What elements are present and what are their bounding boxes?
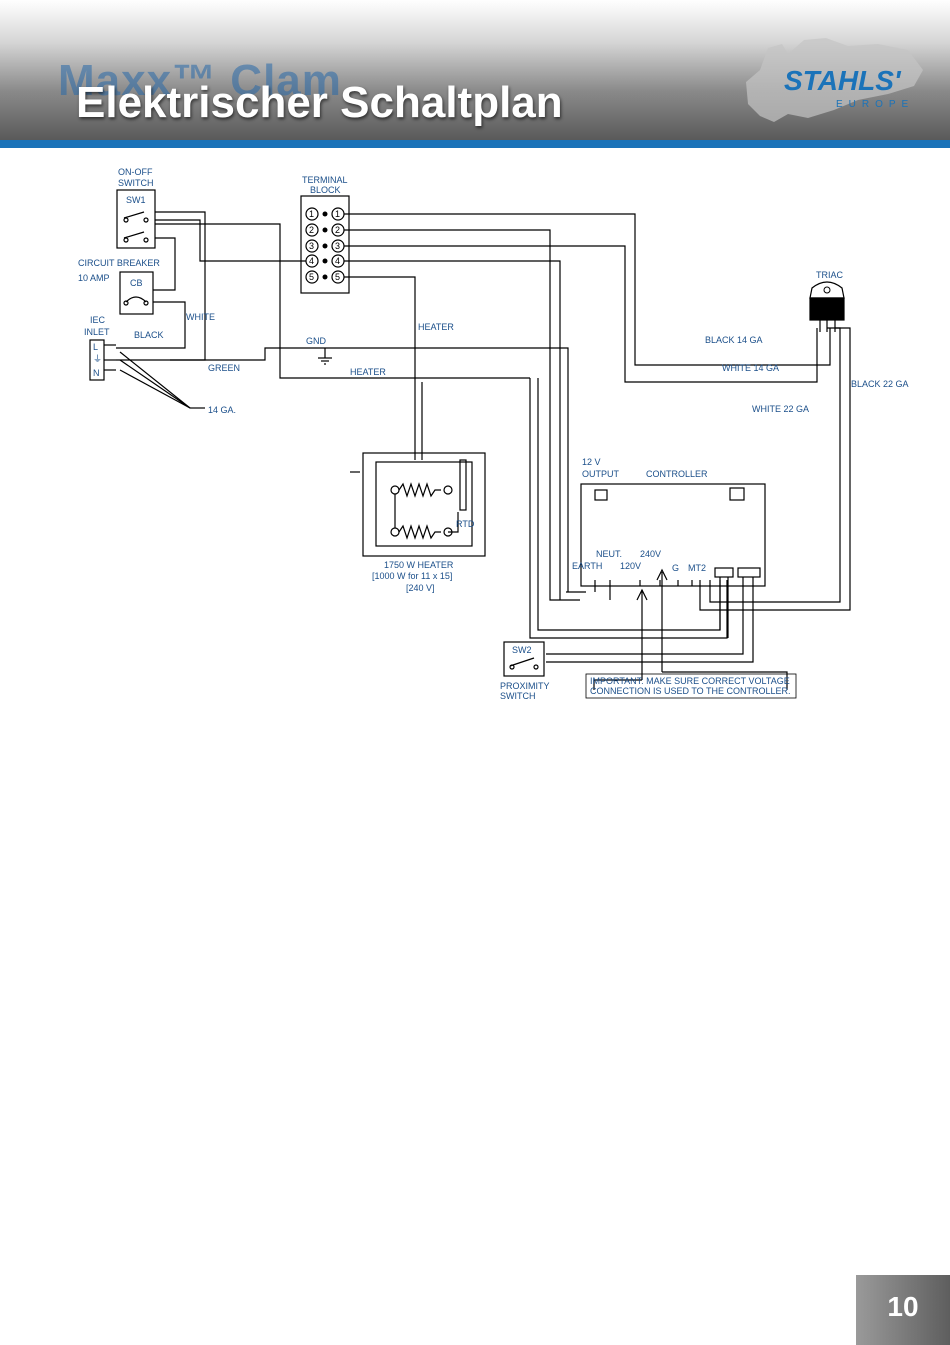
label-controller: CONTROLLER [646, 469, 708, 479]
label-heater-1: HEATER [418, 322, 454, 332]
label-gnd: GND [306, 336, 327, 346]
label-white-14: WHITE 14 GA [722, 363, 779, 373]
label-rtd: RTD [456, 519, 475, 529]
tb-num-left-2: 2 [309, 225, 314, 235]
label-important-2: CONNECTION IS USED TO THE CONTROLLER. [590, 686, 791, 696]
label-circuit-breaker: CIRCUIT BREAKER [78, 258, 160, 268]
label-inlet: INLET [84, 327, 110, 337]
tb-bridge-3 [322, 243, 328, 249]
label-black: BLACK [134, 330, 164, 340]
label-10-amp: 10 AMP [78, 273, 110, 283]
label-iec: IEC [90, 315, 106, 325]
tb-num-left-5: 5 [309, 272, 314, 282]
europe-map-shape [746, 38, 923, 122]
logo-subtext: EUROPE [836, 99, 914, 110]
sw1-box [116, 189, 156, 249]
tb-bridge-1 [322, 211, 328, 217]
terminal-block-box [300, 195, 350, 294]
heater-outer-box [362, 452, 486, 557]
label-on-off: ON-OFF [118, 167, 153, 177]
tb-num-right-5: 5 [335, 272, 340, 282]
ghost-title: Maxx™ Clam [58, 56, 342, 105]
label-120v: 120V [620, 561, 641, 571]
header-accent-bar [0, 140, 950, 148]
triac-hole [823, 286, 831, 294]
label-black-22: BLACK 22 GA [851, 379, 909, 389]
tb-num-left-4: 4 [309, 256, 314, 266]
label-heater-variant: [1000 W for 11 x 15] [372, 571, 452, 581]
tb-num-left-1: 1 [309, 209, 314, 219]
label-prox-switch: SWITCH [500, 691, 536, 701]
label-heater-volt: [240 V] [406, 583, 435, 593]
label-triac: TRIAC [816, 270, 844, 280]
label-pin-n: N [93, 368, 100, 378]
page-title: Elektrischer Schaltplan [76, 78, 563, 127]
label-important-1: IMPORTANT: MAKE SURE CORRECT VOLTAGE [590, 676, 790, 686]
page-number: 10 [887, 1291, 919, 1322]
tb-num-left-3: 3 [309, 241, 314, 251]
important-note-box [585, 673, 797, 699]
label-white-22: WHITE 22 GA [752, 404, 809, 414]
page-number-box: 10 [856, 1275, 950, 1345]
tb-num-right-4: 4 [335, 256, 340, 266]
wiring-diagram: ON-OFF SWITCH SW1 CIRCUIT BREAKER 10 AMP… [78, 167, 909, 701]
tb-bridge-5 [322, 274, 328, 280]
label-heater-watt: 1750 W HEATER [384, 560, 454, 570]
label-sw1: SW1 [126, 195, 146, 205]
label-g: G [672, 563, 679, 573]
tb-num-right-2: 2 [335, 225, 340, 235]
label-cb: CB [130, 278, 143, 288]
label-mt2: MT2 [688, 563, 706, 573]
label-white: WHITE [186, 312, 215, 322]
label-proximity: PROXIMITY [500, 681, 550, 691]
label-switch: SWITCH [118, 178, 154, 188]
cb-box [119, 271, 154, 315]
tb-bridge-4 [322, 258, 328, 264]
label-heater-2: HEATER [350, 367, 386, 377]
label-240v: 240V [640, 549, 661, 559]
label-black-14: BLACK 14 GA [705, 335, 763, 345]
label-14-ga: 14 GA. [208, 405, 236, 415]
logo-text: STAHLS' [784, 65, 902, 96]
label-pin-l: L [93, 342, 98, 352]
controller-box [580, 483, 766, 587]
label-green: GREEN [208, 363, 240, 373]
label-12v: 12 V [582, 457, 601, 467]
label-sw2: SW2 [512, 645, 532, 655]
tb-bridge-2 [322, 227, 328, 233]
triac-tab [810, 298, 844, 320]
label-terminal: TERMINAL [302, 175, 348, 185]
label-pin-g: ⏚ [93, 354, 102, 364]
label-output: OUTPUT [582, 469, 620, 479]
tb-num-right-1: 1 [335, 209, 340, 219]
label-neut: NEUT. [596, 549, 622, 559]
heater-inner-box [375, 461, 473, 547]
tb-num-right-3: 3 [335, 241, 340, 251]
label-block: BLOCK [310, 185, 341, 195]
label-earth: EARTH [572, 561, 602, 571]
stahls-logo: STAHLS' EUROPE [746, 38, 923, 122]
sw2-box [503, 641, 545, 677]
